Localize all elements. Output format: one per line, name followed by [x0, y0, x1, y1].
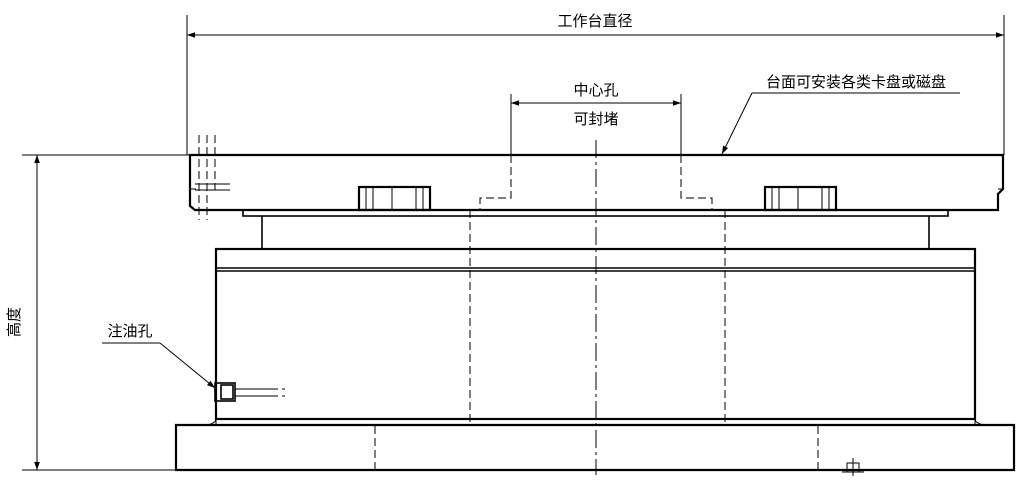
table-diameter-dimension: 工作台直径	[186, 12, 1005, 155]
neck	[261, 216, 930, 249]
housing-body	[214, 247, 977, 421]
center-hole-sealable-label: 可封堵	[573, 110, 618, 128]
oil-hole-label: 注油孔	[107, 322, 152, 340]
height-dimension: 高度	[5, 154, 195, 471]
clamp-nut-left	[357, 185, 432, 212]
base-plate	[174, 418, 1016, 472]
oil-hole-leader-line	[159, 342, 216, 389]
center-hole-hidden-lines	[374, 155, 819, 470]
table-diameter-label: 工作台直径	[557, 12, 632, 30]
oil-hole-leader: 注油孔	[102, 322, 216, 389]
surface-note-leader: 台面可安装各类卡盘或磁盘	[721, 73, 960, 155]
oil-fitting	[214, 382, 285, 402]
center-hole-label: 中心孔	[573, 81, 618, 99]
edge-bolt	[195, 135, 230, 220]
drain-plug-symbol	[842, 458, 864, 476]
height-label: 高度	[5, 307, 23, 337]
center-hole-dimension: 中心孔 可封堵	[510, 81, 682, 155]
surface-note-leader-line	[721, 92, 753, 155]
clamp-nut-right	[763, 185, 838, 212]
surface-note-label: 台面可安装各类卡盘或磁盘	[766, 73, 946, 91]
